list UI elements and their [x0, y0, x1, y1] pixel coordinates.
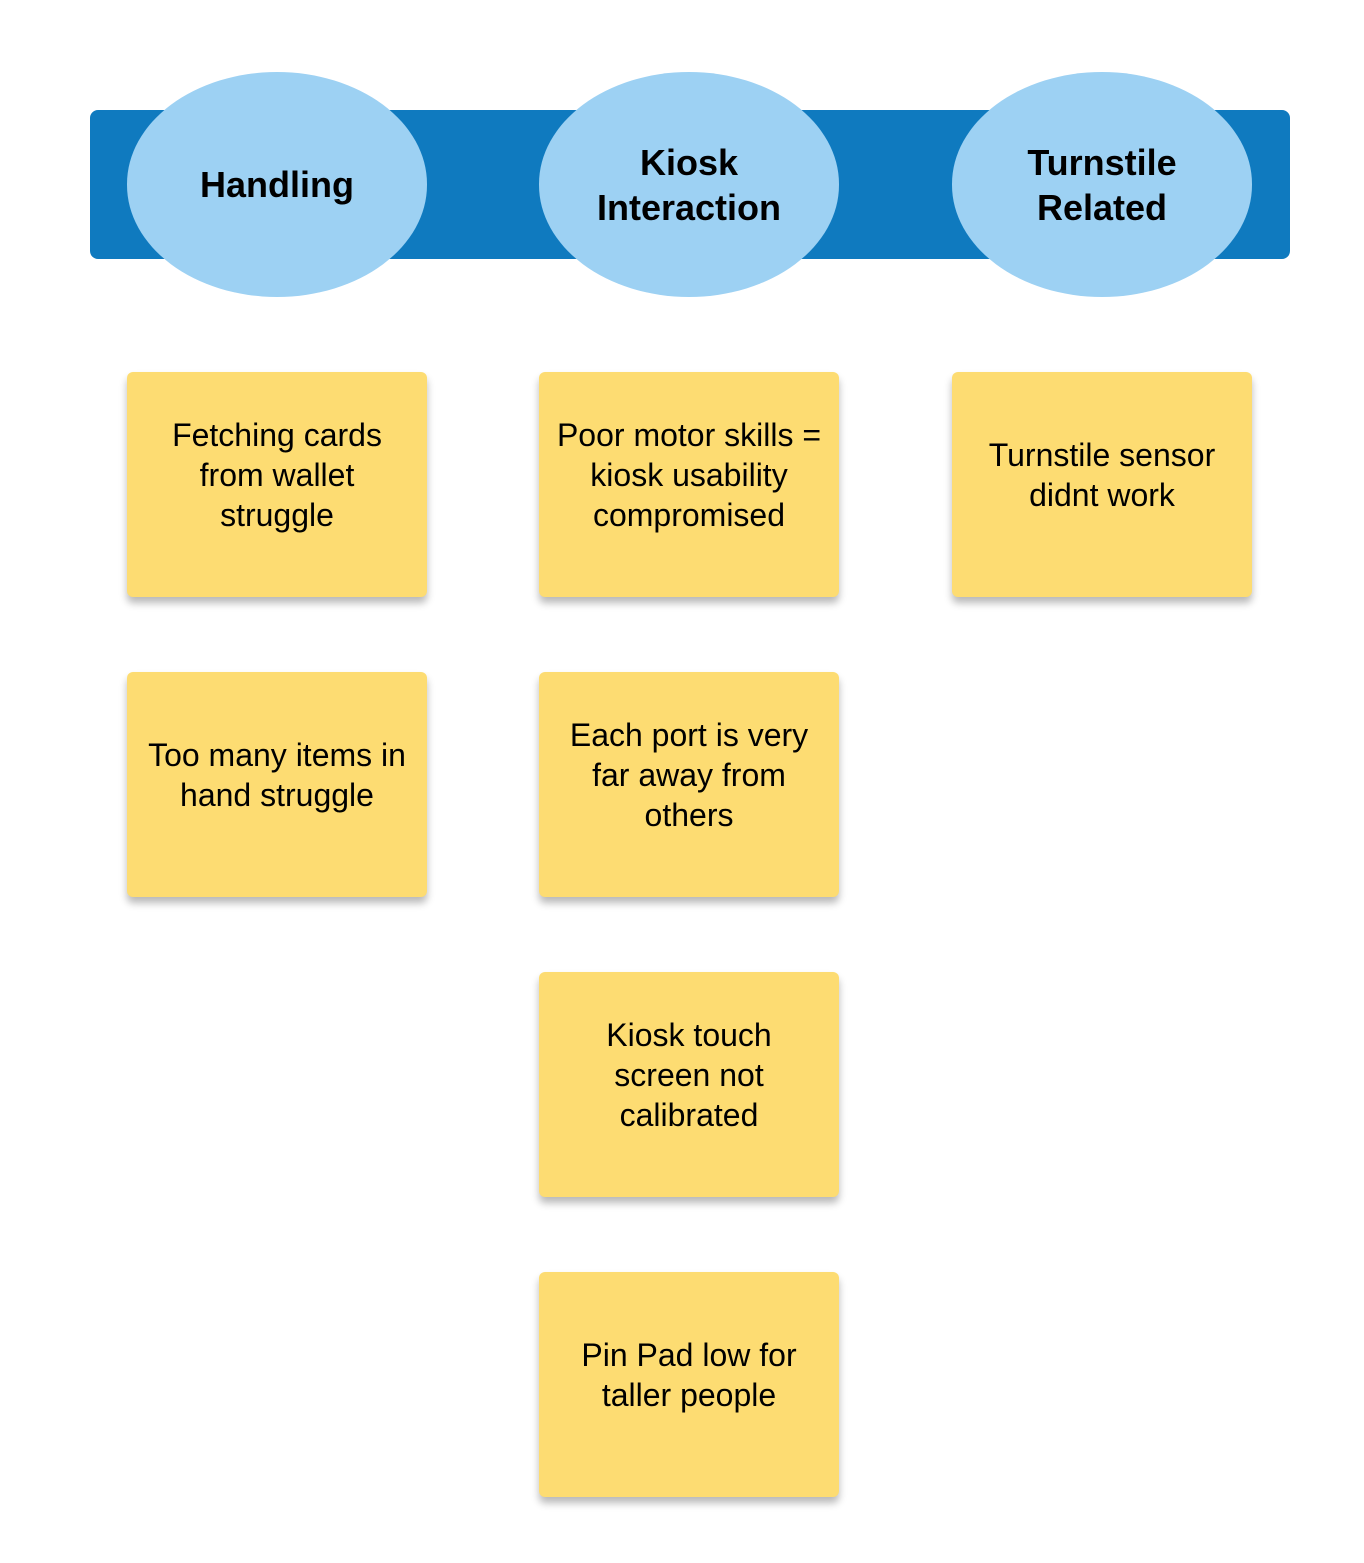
- header-label: Kiosk Interaction: [596, 141, 782, 228]
- sticky-note-poor-motor-skills[interactable]: Poor motor skills = kiosk usability comp…: [539, 372, 839, 597]
- header-label: Turnstile Related: [1027, 141, 1177, 228]
- sticky-note-too-many-items[interactable]: Too many items in hand struggle: [127, 672, 427, 897]
- header-turnstile-related: Turnstile Related: [952, 72, 1252, 297]
- sticky-note-text: Kiosk touch screen not calibrated: [606, 1016, 772, 1133]
- sticky-note-text: Turnstile sensor didnt work: [988, 436, 1216, 513]
- sticky-note-fetching-cards[interactable]: Fetching cards from wallet struggle: [127, 372, 427, 597]
- sticky-note-text: Too many items in hand struggle: [148, 736, 406, 813]
- sticky-note-text: Each port is very far away from others: [569, 716, 809, 833]
- header-handling: Handling: [127, 72, 427, 297]
- sticky-note-pin-pad[interactable]: Pin Pad low for taller people: [539, 1272, 839, 1497]
- header-kiosk-interaction: Kiosk Interaction: [539, 72, 839, 297]
- sticky-note-text: Fetching cards from wallet struggle: [172, 416, 382, 533]
- sticky-note-text: Poor motor skills = kiosk usability comp…: [556, 416, 822, 533]
- sticky-note-touch-screen[interactable]: Kiosk touch screen not calibrated: [539, 972, 839, 1197]
- sticky-note-text: Pin Pad low for taller people: [581, 1336, 797, 1413]
- sticky-note-turnstile-sensor[interactable]: Turnstile sensor didnt work: [952, 372, 1252, 597]
- header-label: Handling: [200, 164, 354, 205]
- sticky-note-port-far-away[interactable]: Each port is very far away from others: [539, 672, 839, 897]
